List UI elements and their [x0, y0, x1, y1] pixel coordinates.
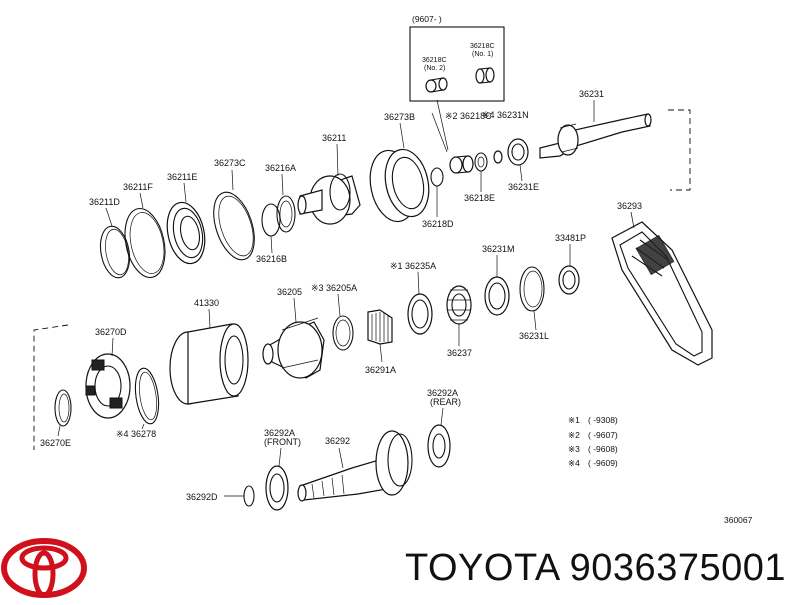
diagram-ref-code: 360067 [724, 515, 753, 525]
gear-36237-icon [446, 285, 472, 325]
label-36292A-rear-sub: (REAR) [430, 397, 461, 407]
label-36231M: 36231M [482, 244, 515, 254]
notes-legend: ※1 ( -9308) ※2 ( -9607) ※3 ( -9608) ※4 (… [568, 415, 618, 468]
seal-33481P-icon [558, 265, 580, 295]
label-36292A-front: 36292A [264, 428, 295, 438]
inset-box [409, 26, 505, 102]
label-36292A-rear: 36292A [427, 388, 458, 398]
label-36270E: 36270E [40, 438, 71, 448]
snap-ring-36270E-icon [54, 389, 72, 427]
label-41330: 41330 [194, 298, 219, 308]
label-36270D: 36270D [95, 327, 127, 337]
ring-36235A-icon [407, 293, 433, 335]
label-36211: 36211 [322, 133, 346, 143]
label-36291A: 36291A [365, 365, 396, 375]
label-36216A: 36216A [265, 163, 296, 173]
collar-no1-icon [475, 67, 495, 84]
label-36293: 36293 [617, 201, 642, 211]
label-36292: 36292 [325, 436, 350, 446]
drum-41330-icon [169, 323, 249, 405]
carrier-36270D-icon [85, 353, 131, 419]
washer-36218E-icon [474, 152, 488, 172]
drum-36273B-icon [369, 148, 430, 223]
label-36218E: 36218E [464, 193, 495, 203]
collar-36218C-icon [449, 155, 474, 174]
inset-sub-no2: (No. 2) [424, 65, 445, 72]
collar-no2-icon [425, 77, 448, 93]
note-mark-4: ※4 [568, 458, 580, 468]
note-mark-2: ※2 [568, 430, 580, 440]
needle-bearing-36291A-icon [367, 309, 393, 345]
note-mark-1: ※1 [568, 415, 580, 425]
label-36235A: ※1 36235A [390, 261, 436, 271]
sun-gear-36211-icon [297, 173, 361, 225]
snap-ring-36211D-icon [99, 225, 131, 279]
label-36216B: 36216B [256, 254, 287, 264]
label-36218C: ※2 36218C [445, 111, 492, 121]
label-36278: ※4 36278 [116, 429, 156, 439]
note-range-3: ( -9608) [588, 444, 618, 454]
label-36231L: 36231L [519, 331, 549, 341]
ring-36278-icon [134, 367, 160, 425]
note-range-1: ( -9308) [588, 415, 618, 425]
bearing-front-36292A-icon [265, 465, 289, 511]
label-36273B: 36273B [384, 112, 415, 122]
label-36292A-front-sub: (FRONT) [264, 437, 301, 447]
note-mark-3: ※3 [568, 444, 580, 454]
pin-36231N-icon [493, 150, 503, 164]
label-36211F: 36211F [123, 182, 153, 192]
inset-label-no2: 36218C [422, 57, 447, 64]
bearing-36231M-icon [484, 276, 510, 316]
label-36292D: 36292D [186, 492, 218, 502]
chain-36293-icon [611, 221, 713, 366]
label-36205A: ※3 36205A [311, 283, 357, 293]
inset-sub-no1: (No. 1) [472, 51, 493, 58]
label-36211E: 36211E [167, 172, 197, 182]
bearing-rear-36292A-icon [427, 424, 451, 468]
label-36205: 36205 [277, 287, 302, 297]
label-36211D: 36211D [89, 197, 120, 207]
label-36231E: 36231E [508, 182, 539, 192]
label-36218D: 36218D [422, 219, 454, 229]
inset-label-no1: 36218C [470, 43, 495, 50]
ring-36218D-icon [430, 167, 444, 187]
toyota-logo-icon [1, 538, 87, 598]
label-36231N: ※4 36231N [482, 110, 529, 120]
planetary-36205-icon [262, 317, 325, 379]
label-36237: 36237 [447, 348, 472, 358]
label-36273C: 36273C [214, 158, 246, 168]
shaft-36231-icon [539, 113, 652, 159]
note-range-4: ( -9609) [588, 458, 618, 468]
ring-36205A-icon [332, 315, 354, 351]
label-33481P: 33481P [555, 233, 586, 243]
inset-title: (9607- ) [412, 14, 442, 24]
ring-36211F-icon [124, 207, 166, 279]
washer-36292D-icon [243, 485, 255, 507]
washer-36216-icon [261, 195, 296, 237]
output-shaft-36292-icon [297, 430, 413, 502]
ring-36231L-icon [519, 266, 545, 312]
note-range-2: ( -9607) [588, 430, 618, 440]
bearing-36231E-icon [507, 138, 529, 166]
label-36231: 36231 [579, 89, 604, 99]
bearing-36211E-icon [166, 201, 206, 265]
ring-36273C-icon [213, 191, 255, 261]
part-number-title: TOYOTA 9036375001 [404, 547, 786, 589]
